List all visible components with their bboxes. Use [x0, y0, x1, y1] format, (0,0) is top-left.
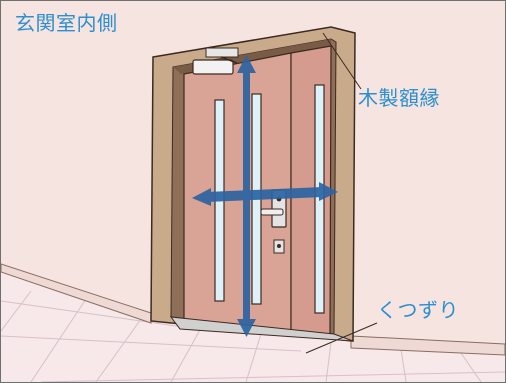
leader-lines	[305, 32, 378, 354]
floor-tiles	[1, 290, 505, 382]
lock-icon	[273, 239, 285, 254]
wood-frame-label: 木製額縁	[358, 86, 440, 110]
baseboard	[1, 263, 152, 324]
door-mat-label: くつずり	[377, 298, 459, 322]
room-side-label: 玄関室内側	[15, 11, 118, 35]
door-mat	[169, 316, 354, 342]
floor	[1, 272, 505, 382]
door-closer-icon	[192, 47, 239, 75]
dimension-arrows	[192, 55, 338, 337]
